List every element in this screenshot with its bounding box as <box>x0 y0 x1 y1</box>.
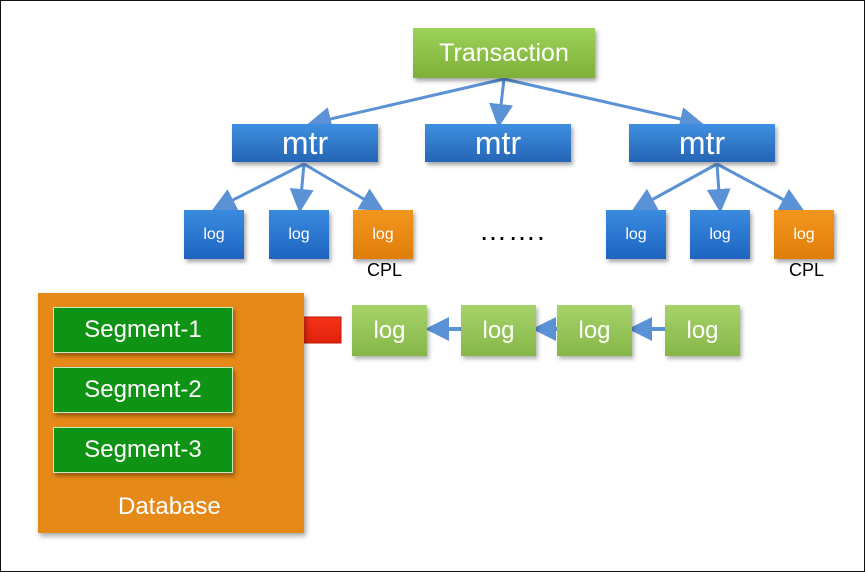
chain-log-3: log <box>557 305 632 356</box>
mtr-box-3: mtr <box>629 124 775 162</box>
arrow-transaction-mtr-3 <box>503 77 704 131</box>
chain-log-1: log <box>352 305 427 356</box>
segment-label: Segment-2 <box>84 376 202 403</box>
arrow-mtr1-log-2 <box>289 163 314 213</box>
mtr-box-2: mtr <box>425 124 571 162</box>
log-box-left-1: log <box>184 210 244 259</box>
arrow-mtr3-log-1 <box>631 162 718 211</box>
log-label: log <box>709 225 731 243</box>
log-label: log <box>373 316 406 344</box>
transaction-label: Transaction <box>439 38 569 67</box>
log-box-right-cpl: log <box>774 210 834 259</box>
segment-1: Segment-1 <box>53 307 233 353</box>
segment-label: Segment-3 <box>84 436 202 463</box>
log-label: log <box>625 225 647 243</box>
segment-label: Segment-1 <box>84 316 202 343</box>
arrow-mtr3-log-2 <box>706 163 731 213</box>
log-label: log <box>288 225 310 243</box>
arrow-mtr1-log-3 <box>303 162 385 212</box>
arrow-mtr1-log-1 <box>211 162 305 211</box>
chain-log-4: log <box>665 305 740 356</box>
log-label: log <box>482 316 515 344</box>
log-label: log <box>372 225 394 243</box>
mtr-box-1: mtr <box>232 124 378 162</box>
log-label: log <box>793 225 815 243</box>
log-box-left-cpl: log <box>353 210 413 259</box>
log-box-left-2: log <box>269 210 329 259</box>
cpl-label-right: CPL <box>789 260 825 280</box>
segment-3: Segment-3 <box>53 427 233 473</box>
transaction-box: Transaction <box>413 28 595 78</box>
cpl-label-left: CPL <box>367 260 403 280</box>
log-label: log <box>686 316 719 344</box>
log-label: log <box>578 316 611 344</box>
log-box-right-1: log <box>606 210 666 259</box>
arrow-mtr3-log-3 <box>716 162 805 211</box>
chain-log-2: log <box>461 305 536 356</box>
log-box-right-2: log <box>690 210 750 259</box>
arrow-transaction-mtr-2 <box>489 78 513 128</box>
mtr-label: mtr <box>678 124 726 161</box>
arrow-transaction-mtr-1 <box>307 77 505 131</box>
segment-2: Segment-2 <box>53 367 233 413</box>
log-label: log <box>203 225 225 243</box>
mtr-label: mtr <box>474 124 522 161</box>
database-label: Database <box>118 493 221 520</box>
ellipsis: ……. <box>479 215 546 246</box>
mtr-label: mtr <box>281 124 329 161</box>
